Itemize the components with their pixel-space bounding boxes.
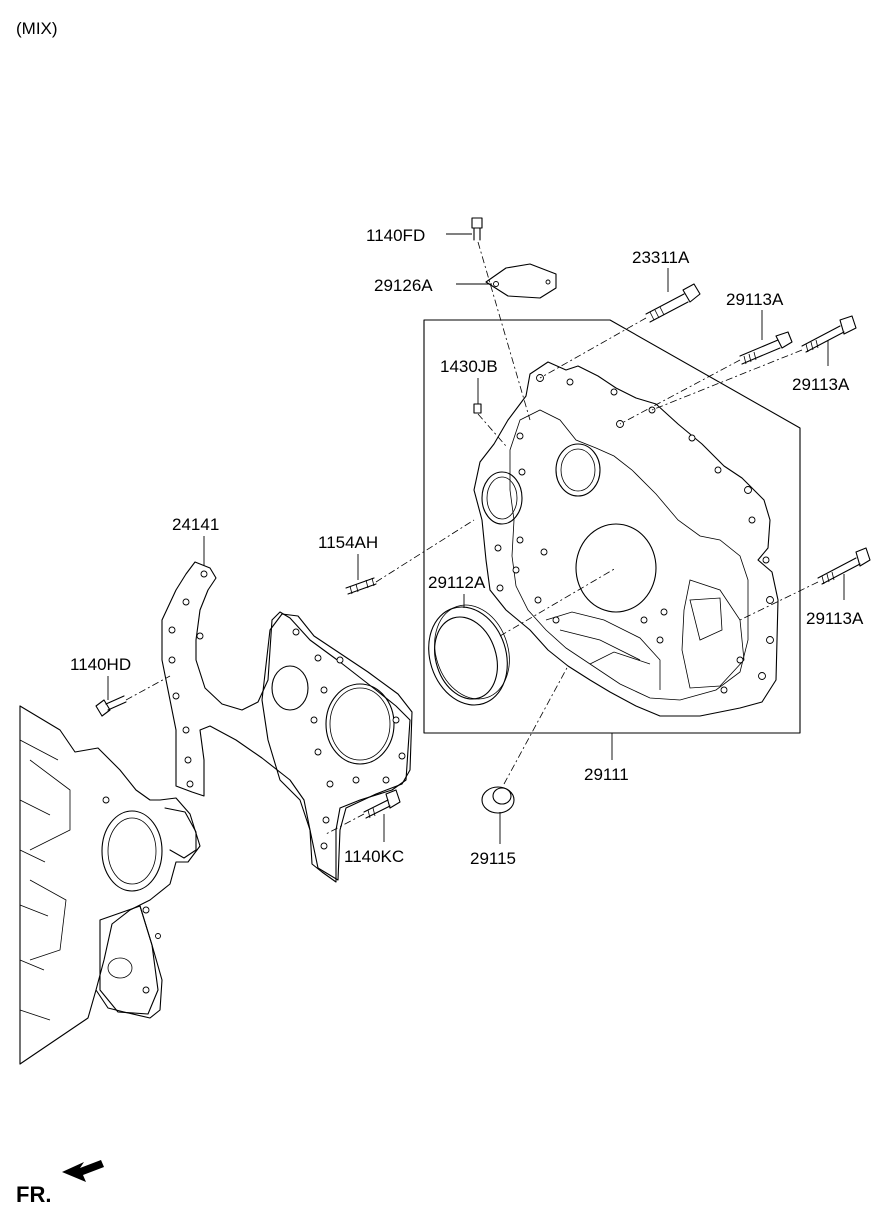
leader-lines [107, 233, 845, 844]
label-1140FD: 1140FD [366, 226, 425, 245]
cover-plate-29126A [485, 263, 557, 299]
bolt-1140KC [363, 789, 401, 819]
front-arrow-icon [62, 1160, 104, 1182]
label-29112A: 29112A [428, 573, 486, 592]
oil-seal-29112A [428, 604, 510, 706]
gasket-24141 [161, 561, 411, 883]
part-labels: 1140FD 29126A 23311A 29113A 29113A 1430J… [70, 226, 864, 868]
bolt-29113A-upper [739, 331, 793, 365]
plug-29115 [481, 786, 515, 814]
timing-case-29111 [473, 361, 779, 717]
label-1430JB: 1430JB [440, 357, 498, 376]
label-29111: 29111 [584, 765, 629, 784]
label-29126A: 29126A [374, 276, 433, 295]
bolt-29113A-right [817, 547, 871, 585]
label-1140HD: 1140HD [70, 655, 131, 674]
assembly-frame [423, 319, 801, 734]
bolt-1140HD [95, 695, 127, 717]
variant-label: (MIX) [16, 19, 58, 38]
label-29113A-upper: 29113A [726, 290, 784, 309]
gasket-plate [261, 613, 413, 881]
label-23311A: 23311A [632, 248, 690, 267]
label-29115: 29115 [470, 849, 516, 868]
label-1154AH: 1154AH [318, 533, 378, 552]
label-29113A-right: 29113A [806, 609, 864, 628]
alignment-lines [125, 241, 819, 835]
bolt-29113A-middle [801, 315, 857, 353]
front-direction-label: FR. [16, 1182, 51, 1207]
stud-1154AH [345, 577, 377, 595]
dowel-pin-1430JB [473, 403, 482, 414]
engine-block [19, 705, 201, 1065]
label-24141: 24141 [172, 515, 219, 534]
bolt-23311A [645, 283, 701, 323]
bolt-1140FD [471, 217, 483, 241]
label-29113A-middle: 29113A [792, 375, 850, 394]
label-1140KC: 1140KC [344, 847, 404, 866]
